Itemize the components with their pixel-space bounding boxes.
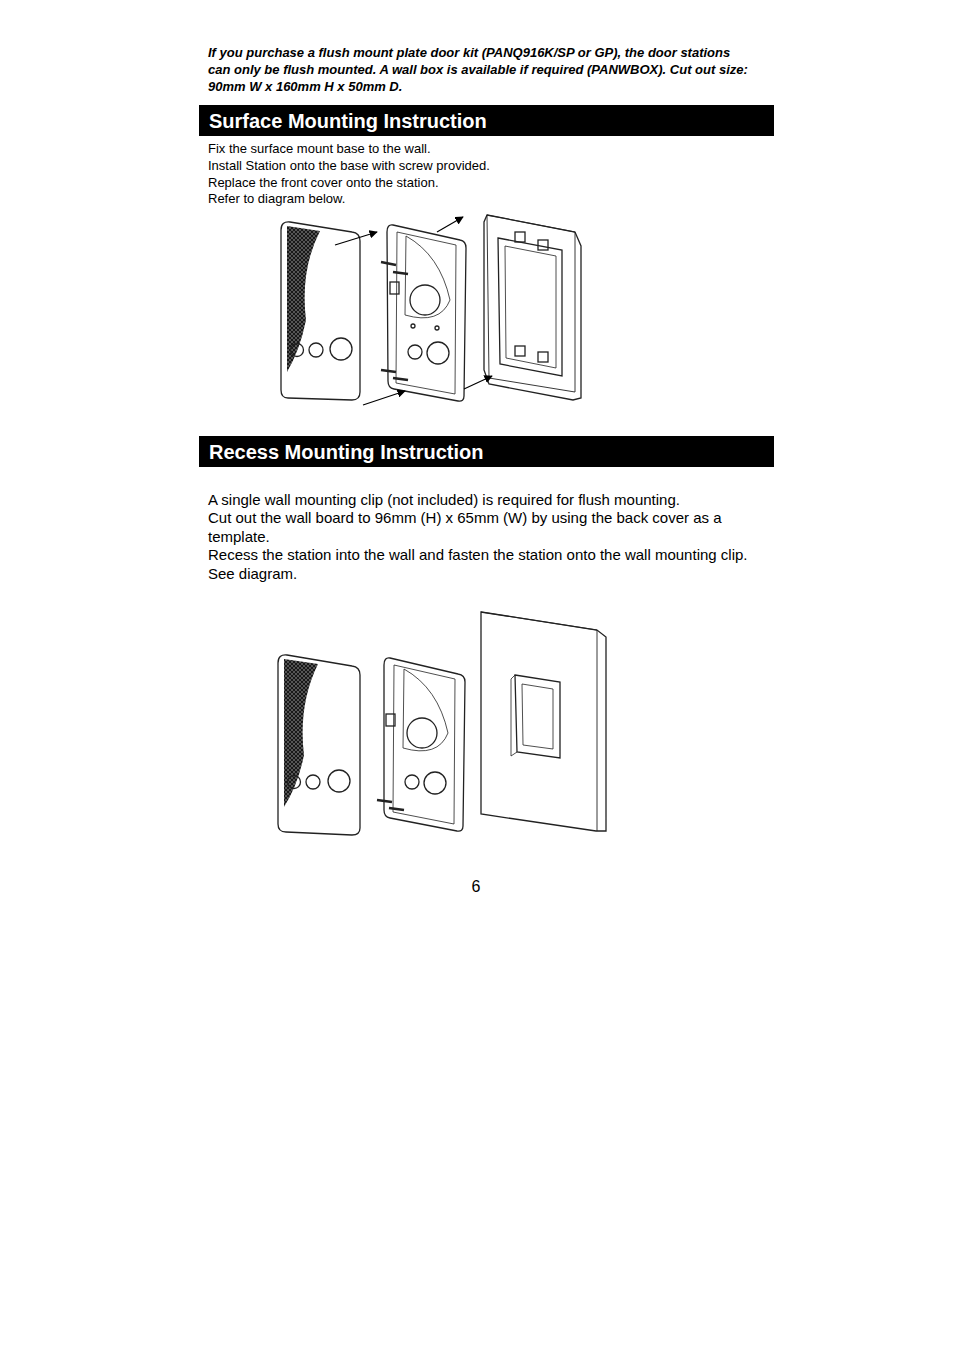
front-cover (281, 222, 360, 400)
instruction-text: A single wall mounting clip (not include… (208, 491, 753, 510)
instruction-line: Install Station onto the base with screw… (208, 157, 748, 174)
note-text: If you purchase a flush mount plate door… (208, 44, 753, 95)
section-heading-band: Surface Mounting Instruction (199, 105, 774, 136)
instruction-text: Cut out the wall board to 96mm (H) x 65m… (208, 509, 753, 546)
instruction-line: Replace the front cover onto the station… (208, 174, 748, 191)
section-heading: Recess Mounting Instruction (209, 440, 764, 464)
station-plate (377, 658, 465, 831)
station-plate (381, 225, 466, 401)
wall-board (481, 612, 606, 831)
front-cover (278, 655, 360, 835)
instruction-line: Refer to diagram below. (208, 190, 748, 207)
section-heading: Surface Mounting Instruction (209, 109, 764, 133)
instruction-line: Fix the surface mount base to the wall. (208, 140, 748, 157)
assembly-arrow (335, 217, 492, 405)
section-heading-band: Recess Mounting Instruction (199, 436, 774, 467)
page-number: 6 (446, 877, 506, 896)
instruction-text: Recess the station into the wall and fas… (208, 546, 753, 583)
surface-base (484, 215, 581, 400)
